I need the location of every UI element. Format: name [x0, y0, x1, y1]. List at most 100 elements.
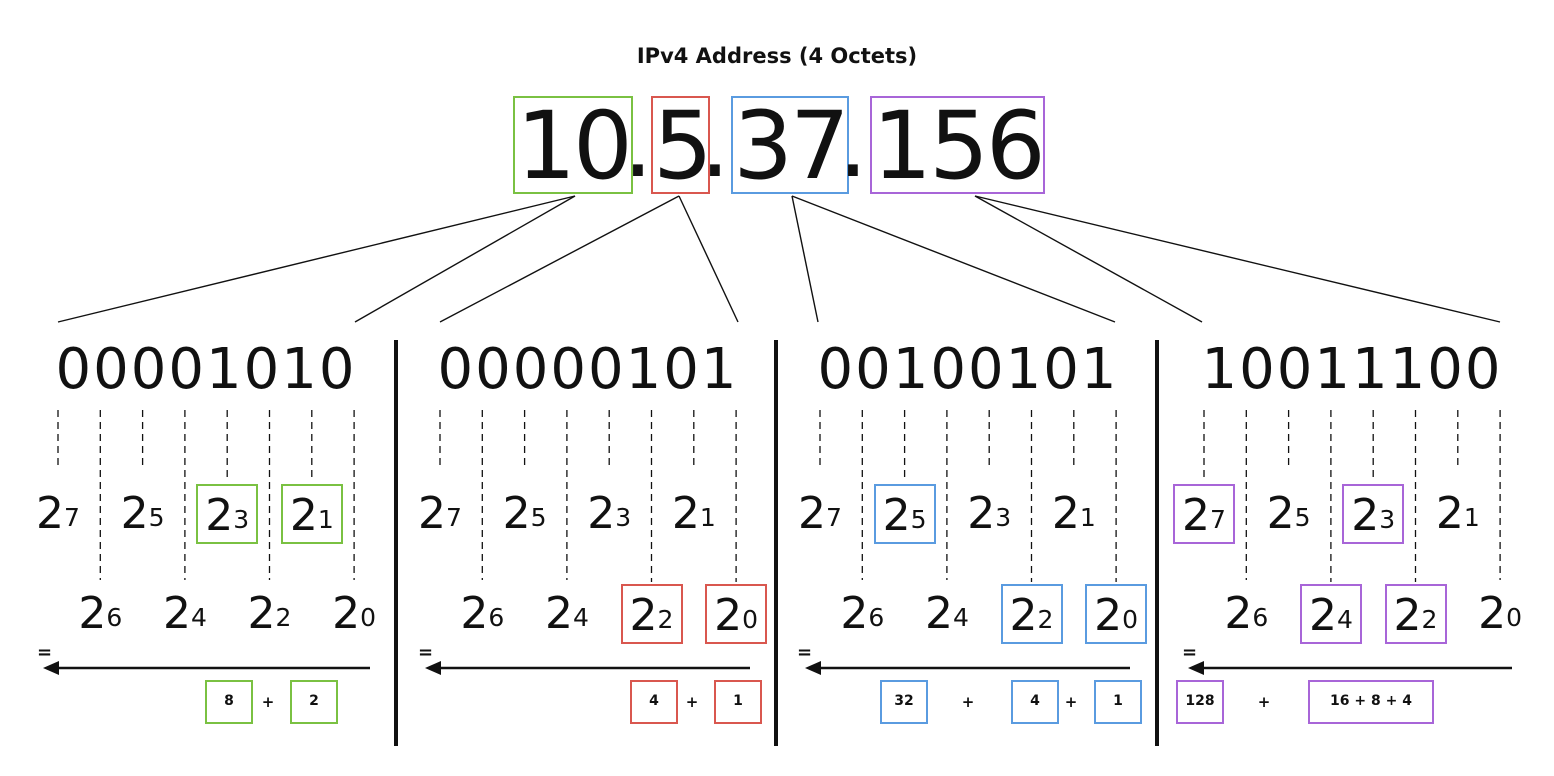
exponent: 2	[275, 603, 292, 632]
ip-dot-separator: .	[700, 90, 730, 199]
exponent: 5	[148, 503, 165, 532]
power-of-two-term: 27	[418, 488, 462, 539]
exponent: 6	[868, 603, 885, 632]
equals-sign: =	[797, 642, 813, 663]
exponent: 7	[826, 503, 842, 532]
plus-sign: +	[1064, 693, 1078, 711]
sum-term-box: 32	[880, 680, 928, 724]
power-of-two-term: 25	[502, 488, 547, 539]
exponent: 6	[106, 603, 123, 632]
connector-line-octet-3-left	[791, 195, 819, 323]
exponent: 0	[1506, 603, 1523, 632]
connector-line-octet-2-left	[439, 195, 680, 323]
power-of-two-term: 26	[78, 588, 123, 639]
power-of-two-term: 26	[460, 588, 505, 639]
exponent: 2	[1037, 605, 1054, 634]
power-of-two-term: 24	[1299, 584, 1362, 644]
equals-sign: =	[1182, 642, 1198, 663]
connector-line-octet-1-right	[354, 195, 576, 323]
diagram-title: IPv4 Address (4 Octets)	[636, 44, 918, 68]
exponent: 7	[64, 503, 80, 532]
plus-sign: +	[685, 693, 699, 711]
exponent: 4	[1336, 605, 1353, 634]
power-of-two-term: 24	[544, 588, 589, 639]
exponent: 5	[910, 505, 927, 534]
ip-octet-1: 10	[513, 96, 633, 196]
exponent: 4	[572, 603, 589, 632]
power-of-two-term: 21	[1435, 488, 1480, 539]
sum-term-box: 8	[205, 680, 253, 724]
power-of-two-term: 22	[620, 584, 683, 644]
equals-sign: =	[418, 642, 434, 663]
connector-line-octet-4-right	[974, 195, 1501, 323]
exponent: 4	[952, 603, 969, 632]
exponent: 3	[615, 503, 632, 532]
ip-octet-2: 5	[651, 92, 713, 201]
exponent: 1	[699, 503, 716, 532]
power-of-two-term: 23	[967, 488, 1012, 539]
sum-term-box: 128	[1176, 680, 1224, 724]
plus-sign: +	[961, 693, 975, 711]
sum-term-box: 4	[630, 680, 678, 724]
binary-octet-4: 10011100	[1201, 337, 1503, 402]
power-of-two-term: 26	[840, 588, 885, 639]
power-of-two-term: 23	[587, 488, 632, 539]
plus-sign: +	[1257, 693, 1271, 711]
power-of-two-term: 23	[1342, 484, 1405, 544]
power-of-two-term: 20	[332, 588, 377, 639]
power-of-two-term: 21	[671, 488, 716, 539]
power-of-two-term: 25	[873, 484, 936, 544]
power-of-two-term: 21	[1051, 488, 1096, 539]
sum-term-box: 2	[290, 680, 338, 724]
ip-dot-separator: .	[838, 90, 868, 199]
power-of-two-term: 22	[1384, 584, 1447, 644]
binary-octet-3: 00100101	[817, 337, 1119, 402]
power-of-two-term: 24	[924, 588, 969, 639]
arrow-head	[43, 661, 59, 675]
exponent: 3	[995, 503, 1012, 532]
connector-line-octet-2-right	[678, 195, 739, 323]
exponent: 3	[233, 505, 250, 534]
equals-sign: =	[37, 642, 53, 663]
sum-term-box: 1	[1094, 680, 1142, 724]
exponent: 3	[1379, 505, 1396, 534]
power-of-two-term: 27	[798, 488, 842, 539]
exponent: 1	[1463, 503, 1480, 532]
exponent: 0	[360, 603, 377, 632]
power-of-two-term: 27	[1173, 484, 1235, 544]
exponent: 2	[657, 605, 674, 634]
power-of-two-term: 21	[280, 484, 343, 544]
exponent: 4	[190, 603, 207, 632]
sum-term-box: 16 + 8 + 4	[1308, 680, 1434, 724]
arrow-head	[805, 661, 821, 675]
ip-dot-separator: .	[623, 90, 653, 199]
power-of-two-term: 22	[1000, 584, 1063, 644]
power-of-two-term: 22	[247, 588, 292, 639]
exponent: 6	[1252, 603, 1269, 632]
exponent: 7	[446, 503, 462, 532]
exponent: 1	[1079, 503, 1096, 532]
connector-line-octet-4-left	[974, 195, 1203, 323]
exponent: 5	[1294, 503, 1311, 532]
exponent: 2	[1421, 605, 1438, 634]
ip-octet-3: 37	[731, 96, 850, 196]
power-of-two-term: 25	[120, 488, 165, 539]
exponent: 6	[488, 603, 505, 632]
binary-octet-1: 00001010	[55, 337, 357, 402]
plus-sign: +	[261, 693, 275, 711]
connector-line-octet-1-left	[57, 195, 576, 323]
arrow-head	[1188, 661, 1204, 675]
arrow-head	[425, 661, 441, 675]
exponent: 7	[1210, 505, 1226, 534]
exponent: 0	[742, 605, 759, 634]
exponent: 5	[530, 503, 547, 532]
power-of-two-term: 23	[196, 484, 259, 544]
binary-octet-2: 00000101	[437, 337, 739, 402]
sum-term-box: 1	[714, 680, 762, 724]
exponent: 1	[317, 505, 334, 534]
power-of-two-term: 20	[1478, 588, 1523, 639]
ip-octet-4: 156	[870, 96, 1046, 196]
power-of-two-term: 27	[36, 488, 80, 539]
